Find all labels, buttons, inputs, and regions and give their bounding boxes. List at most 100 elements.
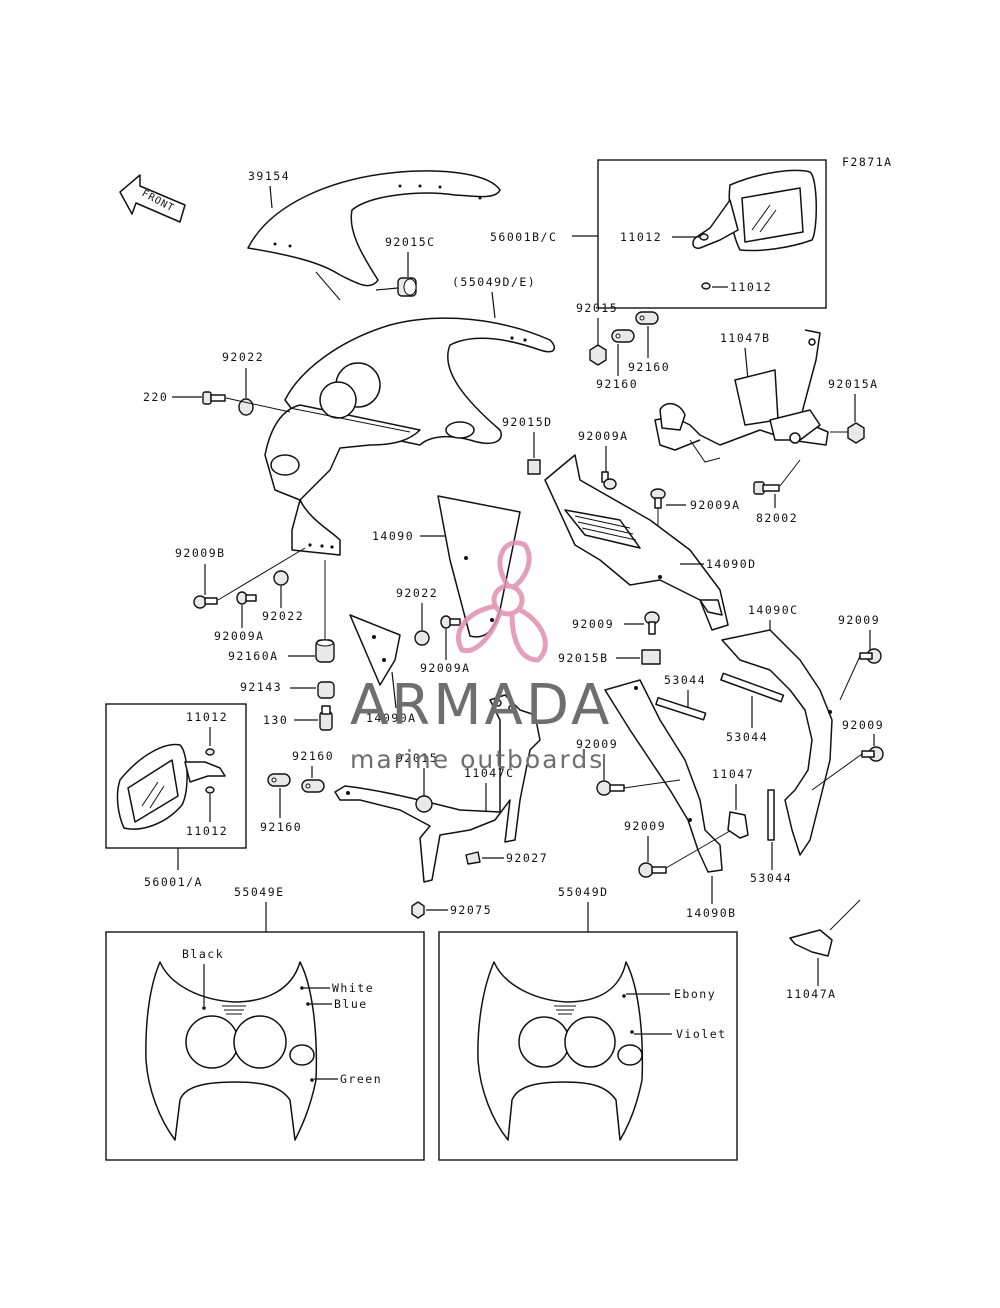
- label-92009-lower-b: 92009: [624, 819, 666, 833]
- mirror-right-part: [692, 169, 818, 252]
- label-53044-mid: 53044: [726, 730, 768, 744]
- label-92143: 92143: [240, 680, 282, 694]
- color-white: White: [332, 981, 374, 995]
- variant-box-55049E: [105, 931, 425, 1161]
- screw-right-upper: [859, 648, 882, 664]
- screw-92009A-top: [601, 471, 617, 490]
- label-92022-left: 92022: [262, 609, 304, 623]
- color-violet: Violet: [676, 1027, 727, 1041]
- nut-92015-center: [415, 795, 433, 813]
- label-11047: 11047: [712, 767, 754, 781]
- label-11012-left-bottom: 11012: [186, 824, 228, 838]
- label-92160-left: 92160: [596, 377, 638, 391]
- grommet-92015C: [397, 277, 417, 297]
- label-92027: 92027: [506, 851, 548, 865]
- label-130: 130: [263, 713, 288, 727]
- screw-92009-center: [644, 611, 660, 635]
- bolt-130: [319, 705, 333, 731]
- watermark-brand: ARMADA: [350, 673, 612, 738]
- label-92009A-mid: 92009A: [690, 498, 741, 512]
- front-arrow-icon: FRONT: [119, 174, 186, 223]
- label-11012-lower: 11012: [730, 280, 772, 294]
- clip-92015B: [641, 649, 661, 665]
- label-14090D: 14090D: [706, 557, 757, 571]
- label-92022-upper: 92022: [222, 350, 264, 364]
- label-55049DE: (55049D/E): [452, 275, 536, 289]
- label-220: 220: [143, 390, 168, 404]
- label-92009A-center: 92009A: [420, 661, 471, 675]
- color-blue: Blue: [334, 997, 368, 1011]
- bracket-92160-a: [611, 329, 635, 343]
- clip-92027: [465, 851, 481, 865]
- bracket-11047A: [789, 929, 833, 957]
- cowl-front-55049D: [477, 961, 644, 1141]
- upper-cowl-part: [264, 317, 556, 556]
- stay-11047C: [334, 694, 541, 883]
- screw-92009-lower-b: [638, 862, 667, 878]
- seal-53044-b: [720, 672, 785, 703]
- bracket-92160-b: [635, 311, 659, 325]
- cowl-front-55049E: [145, 961, 318, 1141]
- label-92015A: 92015A: [828, 377, 879, 391]
- label-56001A: 56001/A: [144, 875, 203, 889]
- screw-92009A-mid: [650, 488, 666, 509]
- label-55049E: 55049E: [234, 885, 285, 899]
- color-black: Black: [182, 947, 224, 961]
- label-11012-left-top: 11012: [186, 710, 228, 724]
- label-11012-upper: 11012: [620, 230, 662, 244]
- label-14090B: 14090B: [686, 906, 737, 920]
- side-panel-14090C: [721, 629, 833, 856]
- bracket-92160-c: [267, 773, 291, 787]
- label-92009B: 92009B: [175, 546, 226, 560]
- label-14090: 14090: [372, 529, 414, 543]
- nut-92075: [411, 901, 425, 919]
- figure-code: F2871A: [842, 155, 893, 169]
- stay-bracket-11047B: [654, 329, 829, 463]
- watermark-tagline: marine outboards: [350, 745, 604, 774]
- screw-92009-lower-a: [596, 780, 625, 796]
- label-92015B: 92015B: [558, 651, 609, 665]
- color-green: Green: [340, 1072, 382, 1086]
- armada-logo-icon: [455, 540, 548, 663]
- label-92160A: 92160A: [228, 649, 279, 663]
- clip-92015D: [527, 459, 541, 475]
- screw-right-lower: [861, 746, 884, 762]
- label-11047C: 11047C: [464, 766, 515, 780]
- screw-92009B: [193, 595, 218, 609]
- grommet-11012-c: [205, 748, 215, 756]
- lower-panel-14090B: [604, 679, 723, 873]
- mirror-left-part: [116, 743, 226, 830]
- label-11047A: 11047A: [786, 987, 837, 1001]
- screw-92009A-center: [440, 615, 461, 629]
- bolt-82002: [753, 481, 780, 495]
- label-92009-lower-a: 92009: [576, 737, 618, 751]
- grommet-11012-a: [699, 233, 709, 241]
- nut-92015-top: [589, 344, 607, 366]
- label-56001BC: 56001B/C: [490, 230, 557, 244]
- label-92009A-left: 92009A: [214, 629, 265, 643]
- seal-53044-a: [655, 696, 707, 721]
- label-55049D: 55049D: [558, 885, 609, 899]
- label-92160-right: 92160: [628, 360, 670, 374]
- screw-92009A-left: [236, 591, 257, 605]
- label-92075: 92075: [450, 903, 492, 917]
- washer-92022-center: [414, 630, 430, 646]
- label-53044-top: 53044: [664, 673, 706, 687]
- label-92015-center: 92015: [396, 751, 438, 765]
- inner-fairing-14090D: [544, 454, 729, 631]
- mirror-box-56001BC: [597, 159, 827, 309]
- label-92015-top: 92015: [576, 301, 618, 315]
- label-92009-center: 92009: [572, 617, 614, 631]
- label-92022-center: 92022: [396, 586, 438, 600]
- inner-panel-14090A: [349, 614, 401, 686]
- label-92015D: 92015D: [502, 415, 553, 429]
- label-92160-lower-right: 92160: [292, 749, 334, 763]
- label-92160-lower-left: 92160: [260, 820, 302, 834]
- label-11047B: 11047B: [720, 331, 771, 345]
- grommet-11012-d: [205, 786, 215, 794]
- variant-box-55049D: [438, 931, 738, 1161]
- screw-220: [202, 391, 226, 405]
- grommet-11012-b: [701, 282, 711, 290]
- label-39154: 39154: [248, 169, 290, 183]
